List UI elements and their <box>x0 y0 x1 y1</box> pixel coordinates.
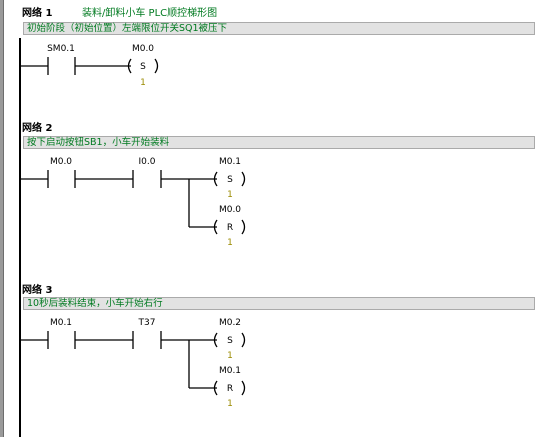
network-3-rung[interactable] <box>20 331 246 396</box>
network-3-coil-2-count: 1 <box>227 399 233 409</box>
network-2-comment[interactable]: 按下启动按钮SB1，小车开始装料 <box>23 136 535 149</box>
network-1-rung[interactable] <box>20 57 159 75</box>
network-1-coil-address[interactable]: M0.0 <box>132 44 154 54</box>
network-3-title[interactable]: 网络 3 <box>22 285 53 296</box>
network-1-title[interactable]: 网络 1 <box>22 8 53 19</box>
network-2-coil-2-op[interactable]: R <box>227 223 233 233</box>
network-2-title[interactable]: 网络 2 <box>22 123 53 134</box>
network-3-contact-1-address[interactable]: M0.1 <box>50 318 72 328</box>
network-1-coil-op[interactable]: S <box>140 62 146 72</box>
network-2-coil-2-address[interactable]: M0.0 <box>219 205 241 215</box>
network-1-description[interactable]: 装料/卸料小车 PLC顺控梯形图 <box>82 8 218 19</box>
network-1-contact-address[interactable]: SM0.1 <box>47 44 75 54</box>
network-3-coil-1-count: 1 <box>227 351 233 361</box>
network-2-coil-1-count: 1 <box>227 190 233 200</box>
network-2-contact-2-address[interactable]: I0.0 <box>139 157 156 167</box>
network-1-comment[interactable]: 初始阶段（初始位置）左端限位开关SQ1被压下 <box>23 22 535 35</box>
network-2-coil-1-address[interactable]: M0.1 <box>219 157 241 167</box>
network-3-coil-1-address[interactable]: M0.2 <box>219 318 241 328</box>
network-3-contact-2-address[interactable]: T37 <box>138 318 156 328</box>
network-2-rung[interactable] <box>20 170 246 235</box>
network-3-coil-2-address[interactable]: M0.1 <box>219 366 241 376</box>
network-2-coil-1-op[interactable]: S <box>227 175 233 185</box>
editor-left-margin-edge <box>3 0 4 437</box>
network-2-contact-1-address[interactable]: M0.0 <box>50 157 72 167</box>
network-3-comment[interactable]: 10秒后装料结束，小车开始右行 <box>23 297 535 310</box>
network-3-coil-1-op[interactable]: S <box>227 336 233 346</box>
network-2-coil-2-count: 1 <box>227 238 233 248</box>
power-rail <box>19 38 21 437</box>
network-3-coil-2-op[interactable]: R <box>227 384 233 394</box>
editor-left-margin <box>0 0 3 437</box>
network-1-coil-count: 1 <box>140 78 146 88</box>
